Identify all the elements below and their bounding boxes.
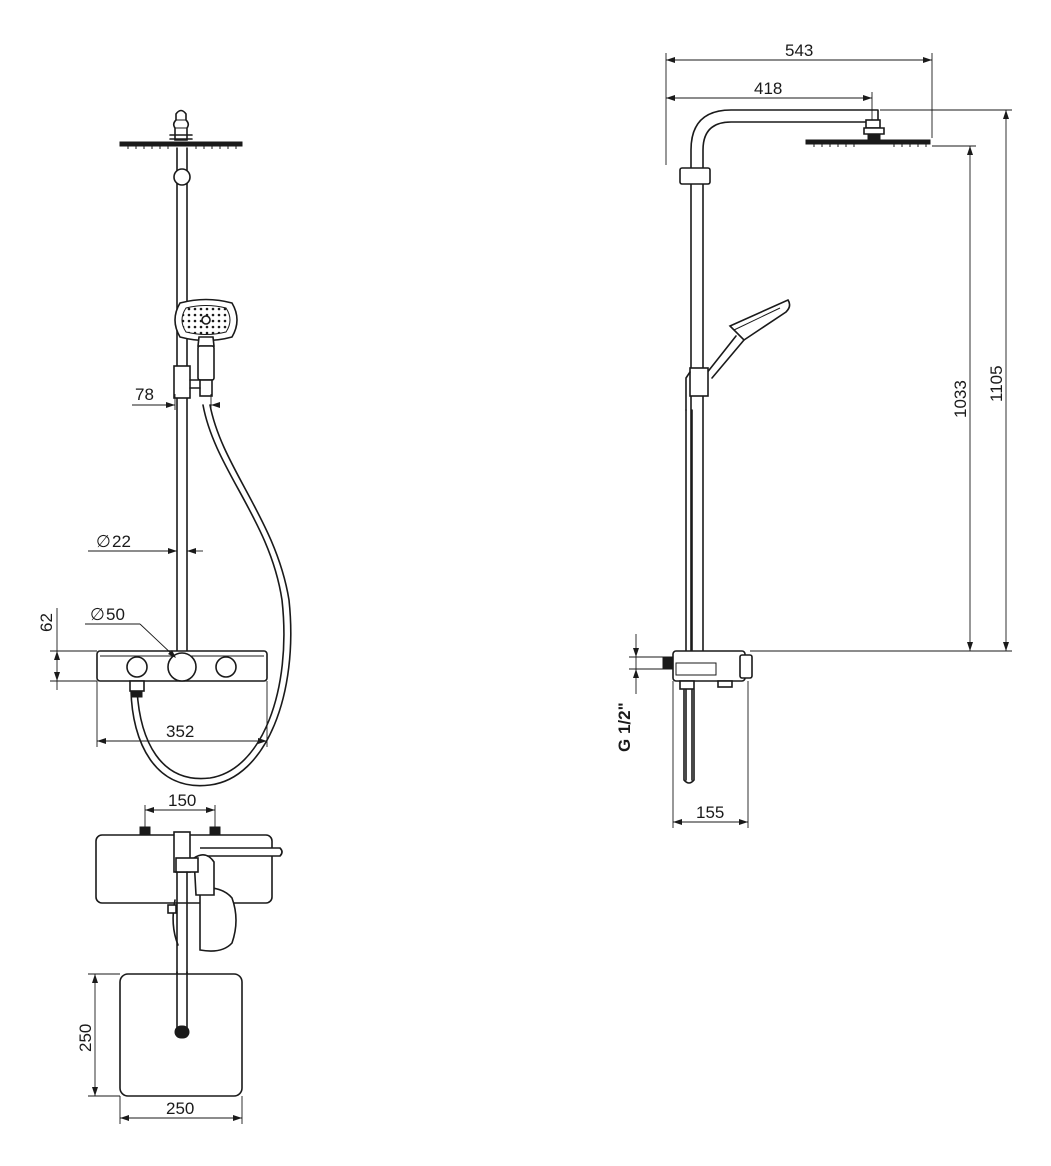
dim-250-width-label: 250 xyxy=(166,1099,194,1118)
dim-thread: G 1/2" xyxy=(615,634,663,752)
dim-155: 155 xyxy=(672,681,749,828)
top-view: 150 250 250 xyxy=(76,791,283,1124)
dim-62: 62 xyxy=(37,608,97,690)
side-hand-shower xyxy=(685,298,791,411)
dim-352: 352 xyxy=(96,681,268,747)
side-mixer xyxy=(662,650,753,690)
diameter-symbol-22: ∅ xyxy=(96,532,111,551)
dim-78: 78 xyxy=(132,385,220,410)
dim-418: 418 xyxy=(666,79,873,120)
dim-543-label: 543 xyxy=(785,41,813,60)
dim-22: ∅ 22 xyxy=(88,532,203,554)
dim-78-label: 78 xyxy=(135,385,154,404)
dim-250-depth-label: 250 xyxy=(76,1024,95,1052)
dim-50-label: 50 xyxy=(106,605,125,624)
riser-pipe xyxy=(173,147,191,656)
top-hand-shower xyxy=(172,854,237,952)
dim-1105: 1105 xyxy=(880,109,1012,651)
overhead-shower-head xyxy=(119,109,243,149)
dim-1105-label: 1105 xyxy=(987,365,1006,402)
slide-holder xyxy=(173,365,201,399)
dim-418-label: 418 xyxy=(754,79,782,98)
dim-543: 543 xyxy=(665,41,933,165)
dim-22-label: 22 xyxy=(112,532,131,551)
top-shower-head xyxy=(119,971,243,1097)
dim-150: 150 xyxy=(144,791,216,827)
dim-150-label: 150 xyxy=(168,791,196,810)
side-view: 543 418 1033 1105 xyxy=(615,41,1012,828)
side-riser-and-arm xyxy=(679,109,879,653)
side-overhead-head xyxy=(805,119,931,147)
dim-155-label: 155 xyxy=(696,803,724,822)
shower-hose xyxy=(130,404,292,787)
diameter-symbol-50: ∅ xyxy=(90,605,105,624)
dim-1033: 1033 xyxy=(750,145,1012,652)
front-view: 78 ∅ 22 ∅ 50 62 xyxy=(37,109,292,787)
dim-50: ∅ 50 xyxy=(85,605,176,658)
dim-62-label: 62 xyxy=(37,613,56,632)
dim-250-width: 250 xyxy=(119,1096,243,1124)
hand-shower xyxy=(174,298,238,397)
dim-1033-label: 1033 xyxy=(951,380,970,418)
dim-250-depth: 250 xyxy=(76,973,120,1097)
side-hose xyxy=(683,409,695,784)
dim-thread-label: G 1/2" xyxy=(615,702,634,752)
thermostatic-shelf xyxy=(96,650,268,698)
dim-352-label: 352 xyxy=(166,722,194,741)
